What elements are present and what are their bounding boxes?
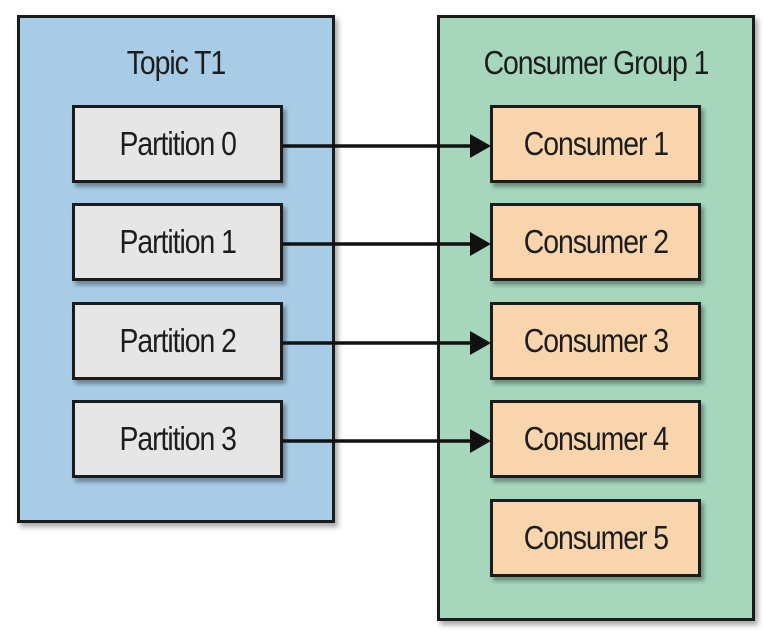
consumer-1-label: Consumer 1 xyxy=(523,125,668,162)
consumer-3-box: Consumer 3 xyxy=(490,302,701,380)
partition-0-label: Partition 0 xyxy=(119,125,236,162)
consumer-3-label: Consumer 3 xyxy=(523,322,668,359)
consumer-4-label: Consumer 4 xyxy=(523,420,668,457)
consumer-group-title: Consumer Group 1 xyxy=(483,44,710,81)
consumer-2-box: Consumer 2 xyxy=(490,203,701,281)
consumer-1-box: Consumer 1 xyxy=(490,105,701,183)
consumer-2-label: Consumer 2 xyxy=(523,223,668,260)
topic-title: Topic T1 xyxy=(126,44,227,81)
partition-3-label: Partition 3 xyxy=(119,420,236,457)
partition-1-box: Partition 1 xyxy=(72,203,283,281)
consumer-4-box: Consumer 4 xyxy=(490,400,701,478)
consumer-5-box: Consumer 5 xyxy=(490,499,701,577)
consumer-5-label: Consumer 5 xyxy=(523,519,668,556)
partition-2-label: Partition 2 xyxy=(119,322,236,359)
partition-0-box: Partition 0 xyxy=(72,105,283,183)
partition-3-box: Partition 3 xyxy=(72,400,283,478)
partition-1-label: Partition 1 xyxy=(119,223,236,260)
partition-2-box: Partition 2 xyxy=(72,302,283,380)
